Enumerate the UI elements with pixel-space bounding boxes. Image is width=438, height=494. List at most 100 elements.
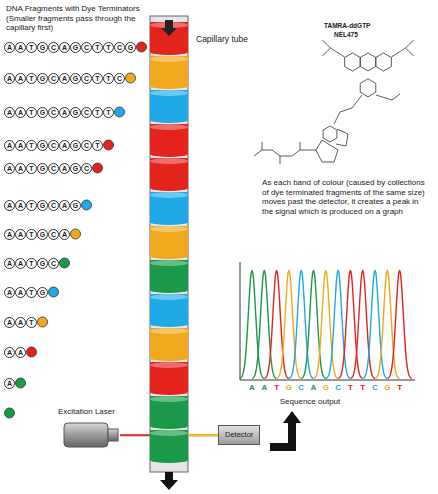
fragment-base: A [4, 107, 15, 118]
fragment-base: T [103, 73, 114, 84]
sequence-base: G [323, 383, 329, 393]
fragment-base: T [26, 107, 37, 118]
dye-band [150, 226, 188, 259]
dye-terminator [49, 287, 59, 297]
sequence-base: G [286, 383, 292, 393]
detector-box: Detector [218, 425, 260, 445]
flow-arrow [161, 20, 177, 36]
fragment-base: C [114, 42, 125, 53]
fragment-base: A [15, 42, 26, 53]
fragment-base: A [15, 200, 26, 211]
fragment-base: C [81, 107, 92, 118]
sequence-base: C [335, 383, 341, 393]
sequence-base: G [384, 383, 390, 393]
sequence-base: A [311, 383, 317, 393]
fragment-base: T [92, 42, 103, 53]
dye-terminator [27, 347, 37, 357]
dye-band [150, 294, 188, 327]
dye-band [150, 362, 188, 395]
dye-band [150, 192, 188, 225]
axis-label: Sequence output [255, 397, 365, 407]
dye-terminator [5, 408, 15, 418]
sequence-base: T [397, 383, 402, 393]
sequence-base: C [298, 383, 304, 393]
dye-terminator [82, 200, 92, 210]
fragment-base: A [59, 200, 70, 211]
fragment-base: T [103, 42, 114, 53]
fragment-base: C [114, 73, 125, 84]
fragment-base: A [15, 287, 26, 298]
sequence-base: T [274, 383, 279, 393]
fragment-base: A [15, 73, 26, 84]
fragment-base: G [37, 200, 48, 211]
fragment-base: T [26, 200, 37, 211]
dye-terminator [60, 258, 70, 268]
fragment-base: A [15, 317, 26, 328]
dye-band [150, 124, 188, 157]
fragment-base: T [26, 317, 37, 328]
fragment-base: A [4, 140, 15, 151]
fragment-base: A [4, 42, 15, 53]
fragment-base: T [26, 287, 37, 298]
laser-source: Excitation Laser [62, 422, 120, 448]
fragment-base: A [59, 73, 70, 84]
fragment-base: G [37, 229, 48, 240]
fragment-base: C [48, 140, 59, 151]
output-arrow [270, 421, 292, 447]
fragment-base: A [15, 258, 26, 269]
fragment-base: G [37, 258, 48, 269]
part-label: Excitation Laser [58, 407, 115, 416]
fragment-base: A [4, 200, 15, 211]
dye-band [150, 158, 188, 191]
fragment-base: C [81, 73, 92, 84]
fragment-base: A [4, 73, 15, 84]
fragment-base: G [70, 163, 81, 174]
dye-terminator [93, 163, 103, 173]
fragment-base: A [4, 163, 15, 174]
fragment-base: C [81, 163, 92, 174]
sequence-base: T [360, 383, 365, 393]
fragment-base: A [4, 347, 15, 358]
fragment-base: C [81, 140, 92, 151]
fragment-base: A [59, 107, 70, 118]
fragment-base: A [4, 317, 15, 328]
dye-band [150, 90, 188, 123]
fragment-base: T [92, 73, 103, 84]
flow-arrow [160, 472, 178, 490]
callout-note: As each band of colour (caused by collec… [262, 178, 430, 216]
fragment-base: T [92, 140, 103, 151]
dye-band [150, 396, 188, 429]
dye-terminator [71, 229, 81, 239]
fragment-base: C [48, 163, 59, 174]
dye-terminator [104, 140, 114, 150]
part-label: Capillary tube [196, 34, 248, 44]
sequence-base: T [348, 383, 353, 393]
fragment-base: T [26, 73, 37, 84]
fragment-base: C [48, 258, 59, 269]
fragment-base: G [125, 42, 136, 53]
fragment-base: A [15, 140, 26, 151]
fragment-base: A [4, 287, 15, 298]
fragment-base: C [48, 73, 59, 84]
dye-band [150, 260, 188, 293]
laser-body [62, 422, 120, 448]
fragment-base: A [59, 163, 70, 174]
dye-terminator [137, 42, 147, 52]
fragment-base: A [4, 229, 15, 240]
fragment-base: C [48, 200, 59, 211]
fragment-base: A [15, 347, 26, 358]
fragment-base: A [15, 163, 26, 174]
capillary-tube [150, 16, 188, 472]
fragment-base: G [37, 73, 48, 84]
fragment-base: A [4, 378, 15, 389]
fragment-base: T [103, 107, 114, 118]
fragment-base: G [37, 287, 48, 298]
fragment-base: A [59, 140, 70, 151]
dye-band [150, 430, 188, 463]
fragment-base: G [37, 140, 48, 151]
fragment-base: T [26, 163, 37, 174]
fragment-base: G [70, 107, 81, 118]
fragment-base: A [59, 42, 70, 53]
fragment-base: T [92, 107, 103, 118]
fragment-base: A [4, 258, 15, 269]
